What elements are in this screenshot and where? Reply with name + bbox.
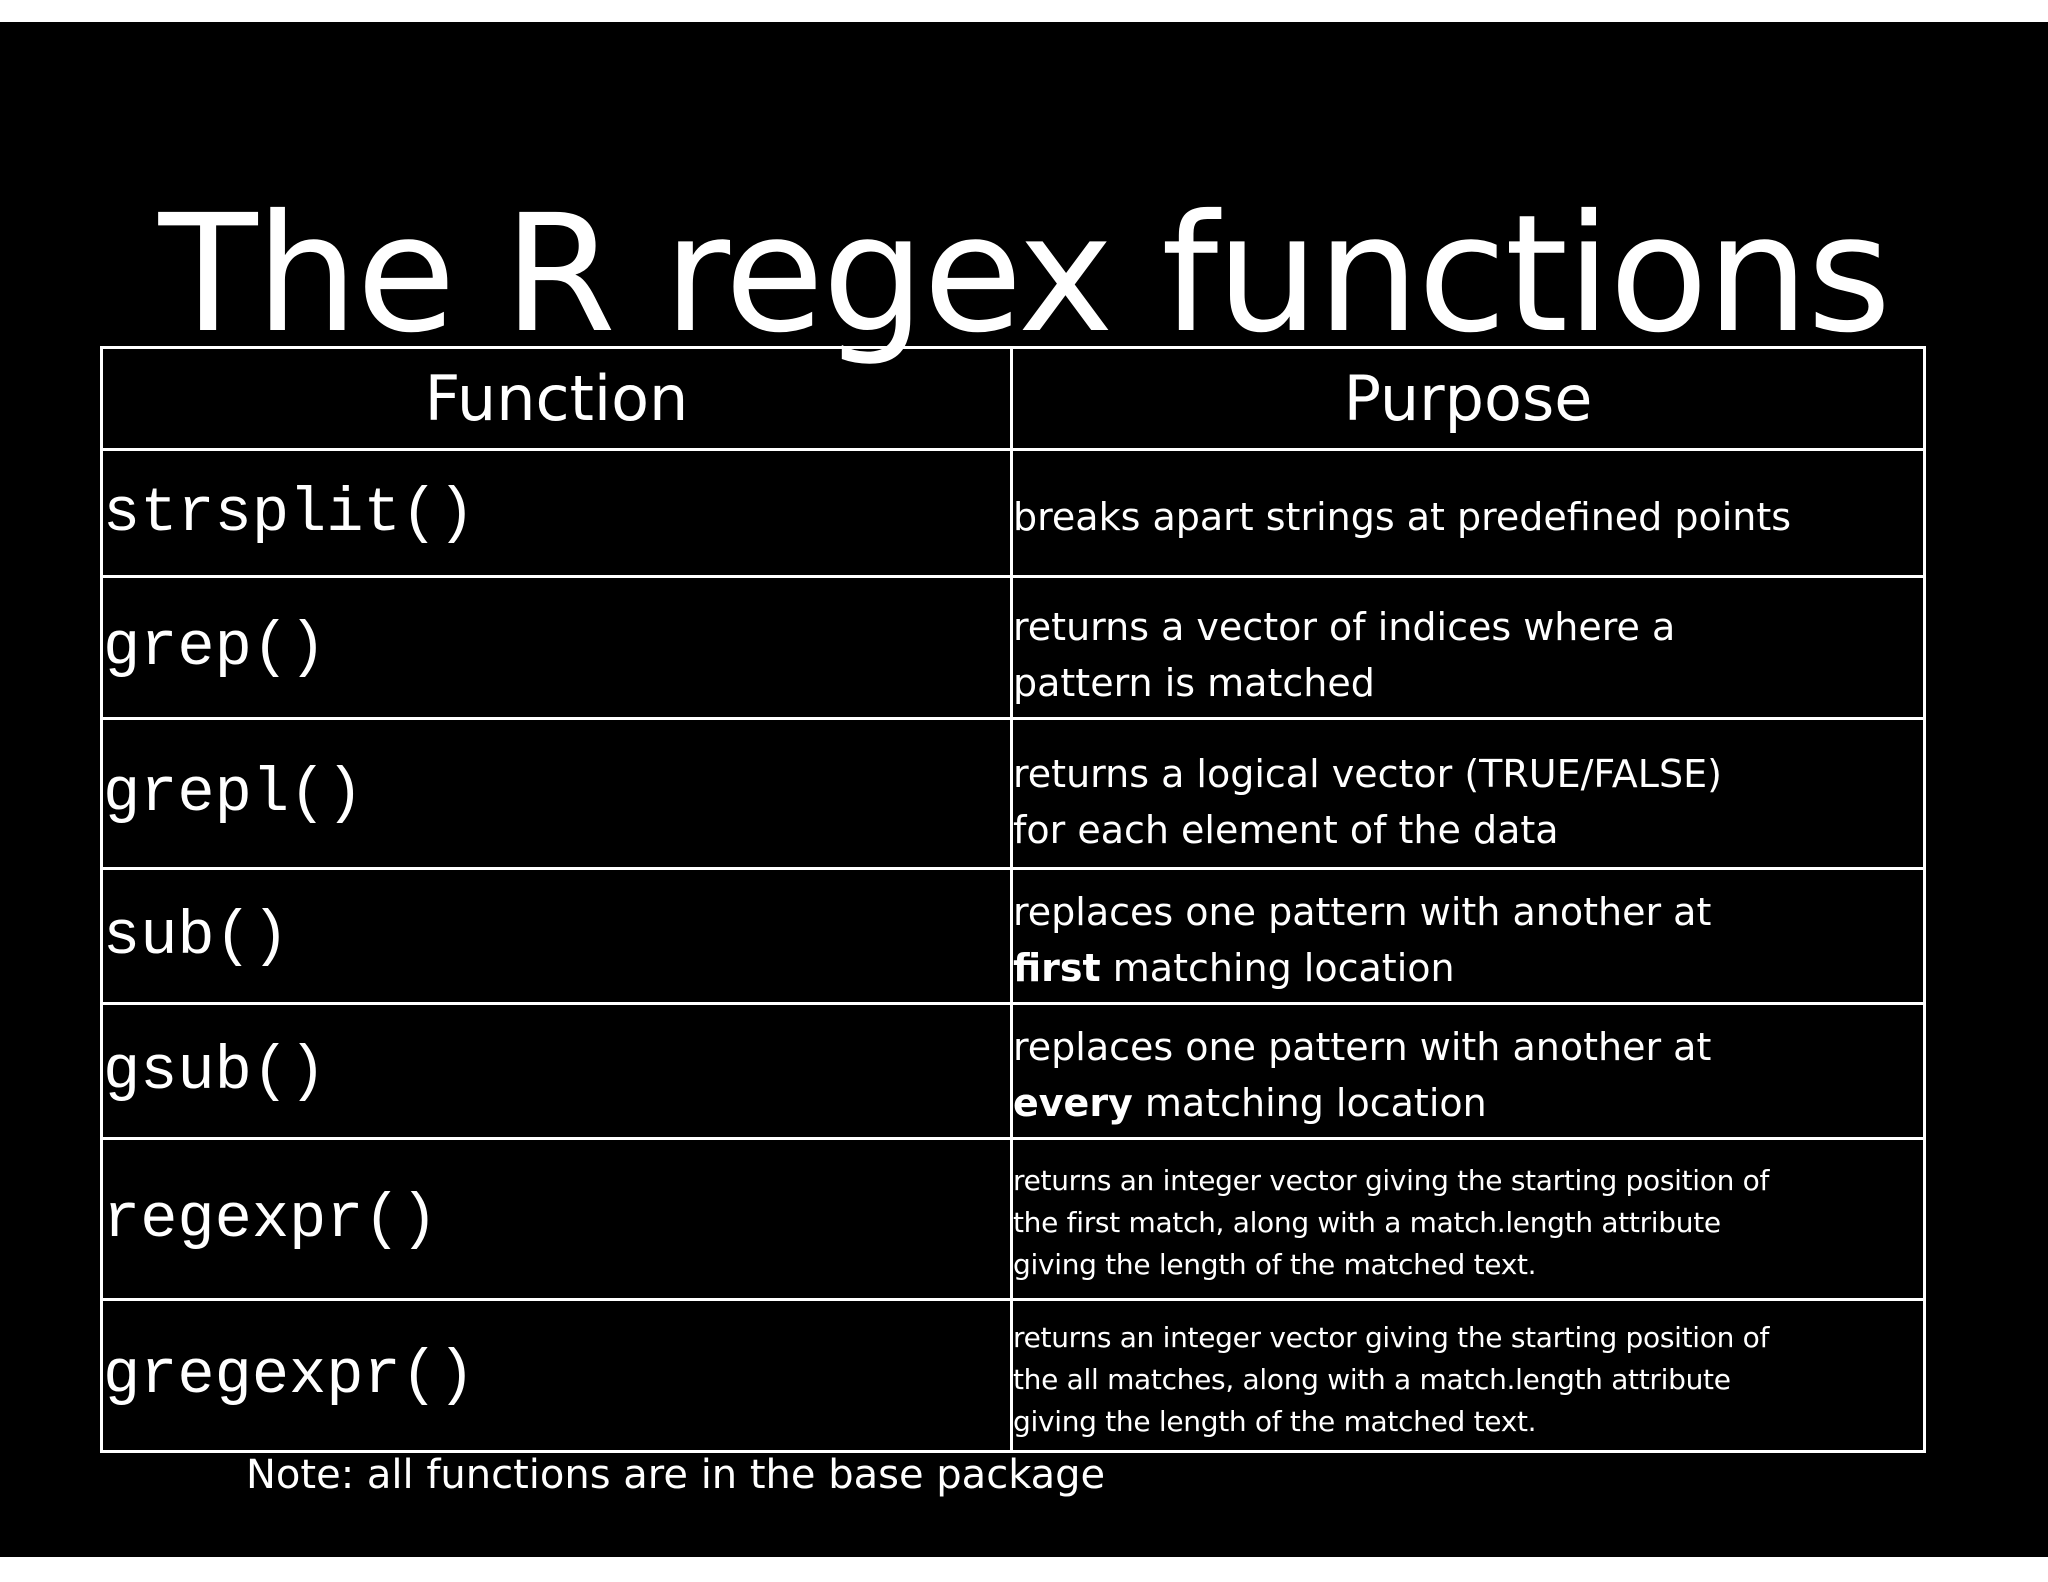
purpose-line: pattern is matched bbox=[1013, 660, 1375, 705]
purpose-line: giving the length of the matched text. bbox=[1013, 1404, 1537, 1438]
table-row: sub() replaces one pattern with another … bbox=[100, 867, 1926, 1005]
purpose-line: replaces one pattern with another at bbox=[1013, 890, 1712, 934]
purpose-emphasis: every bbox=[1013, 1081, 1133, 1125]
function-purpose: returns a vector of indices where a patt… bbox=[1010, 575, 1926, 720]
table-row: gsub() replaces one pattern with another… bbox=[100, 1002, 1926, 1140]
function-purpose: breaks apart strings at predefined point… bbox=[1010, 448, 1926, 578]
header-function: Function bbox=[100, 346, 1013, 451]
table-header-row: Function Purpose bbox=[100, 346, 1926, 451]
purpose-emphasis: first bbox=[1013, 946, 1101, 990]
function-purpose: replaces one pattern with another at eve… bbox=[1010, 1002, 1926, 1140]
table-row: grep() returns a vector of indices where… bbox=[100, 575, 1926, 720]
slide-title: The R regex functions bbox=[158, 181, 1892, 369]
function-name: grepl() bbox=[100, 717, 1013, 870]
purpose-line: replaces one pattern with another at bbox=[1013, 1025, 1712, 1069]
function-name: gsub() bbox=[100, 1002, 1013, 1140]
purpose-line: giving the length of the matched text. bbox=[1013, 1248, 1537, 1281]
purpose-line: matching location bbox=[1100, 946, 1455, 990]
function-name: grep() bbox=[100, 575, 1013, 720]
purpose-line: returns an integer vector giving the sta… bbox=[1013, 1164, 1770, 1197]
purpose-line: returns an integer vector giving the sta… bbox=[1013, 1320, 1770, 1354]
function-purpose: returns an integer vector giving the sta… bbox=[1010, 1298, 1926, 1453]
header-purpose: Purpose bbox=[1010, 346, 1926, 451]
table-row: grepl() returns a logical vector (TRUE/F… bbox=[100, 717, 1926, 870]
purpose-line: matching location bbox=[1132, 1081, 1487, 1125]
function-name: sub() bbox=[100, 867, 1013, 1005]
table-row: regexpr() returns an integer vector givi… bbox=[100, 1137, 1926, 1301]
function-name: regexpr() bbox=[100, 1137, 1013, 1301]
purpose-line: for each element of the data bbox=[1013, 807, 1559, 852]
table-row: gregexpr() returns an integer vector giv… bbox=[100, 1298, 1926, 1453]
slide: The R regex functions Function Purpose s… bbox=[0, 22, 2048, 1557]
function-purpose: returns a logical vector (TRUE/FALSE) fo… bbox=[1010, 717, 1926, 870]
function-purpose: returns an integer vector giving the sta… bbox=[1010, 1137, 1926, 1301]
regex-functions-table: Function Purpose strsplit() breaks apart… bbox=[100, 346, 1926, 1453]
purpose-line: the all matches, along with a match.leng… bbox=[1013, 1362, 1731, 1396]
purpose-line: returns a vector of indices where a bbox=[1013, 604, 1676, 649]
table-row: strsplit() breaks apart strings at prede… bbox=[100, 448, 1926, 578]
function-name: gregexpr() bbox=[100, 1298, 1013, 1453]
function-name: strsplit() bbox=[100, 448, 1013, 578]
function-purpose: replaces one pattern with another at fir… bbox=[1010, 867, 1926, 1005]
purpose-line: the first match, along with a match.leng… bbox=[1013, 1206, 1721, 1239]
purpose-line: returns a logical vector (TRUE/FALSE) bbox=[1013, 751, 1722, 796]
footnote: Note: all functions are in the base pack… bbox=[246, 1452, 1106, 1498]
purpose-text: breaks apart strings at predefined point… bbox=[1013, 495, 1792, 539]
